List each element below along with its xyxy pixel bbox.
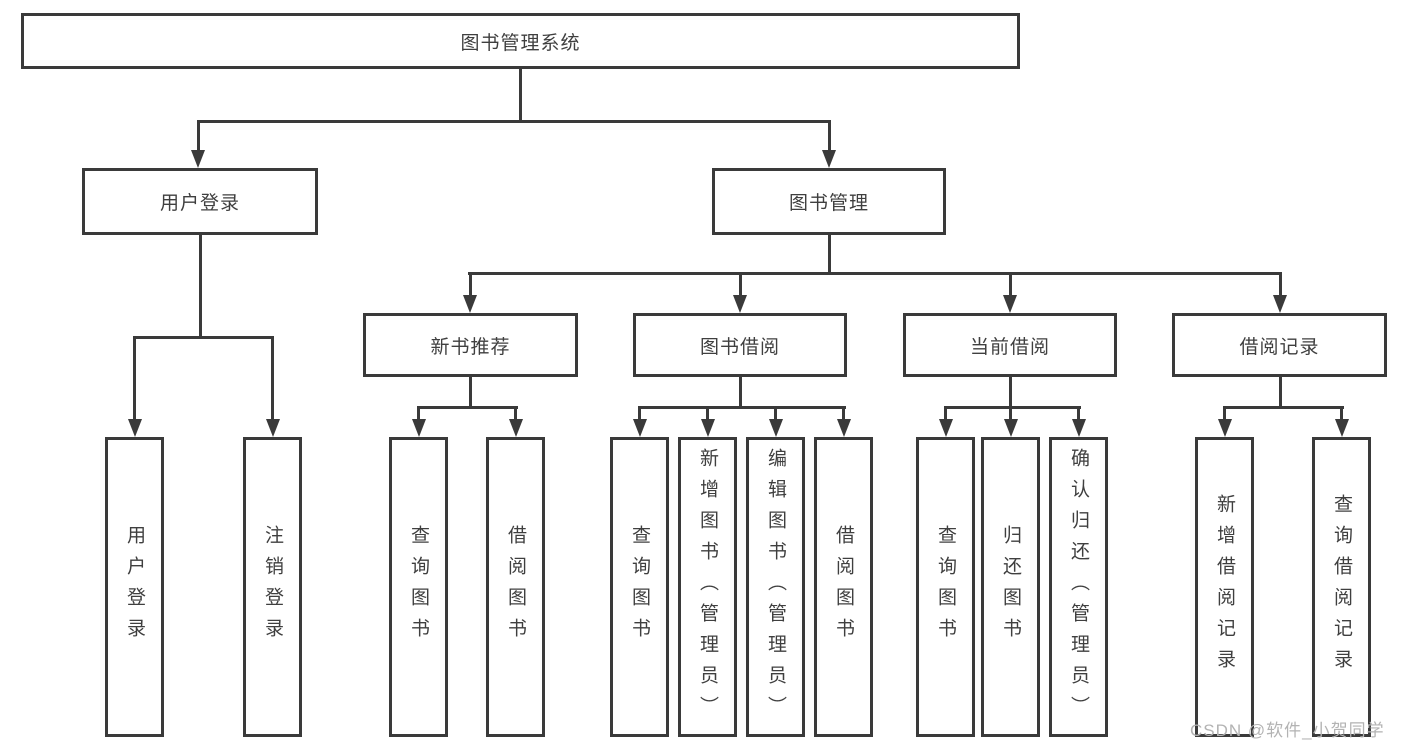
- connector-arrow: [1071, 406, 1086, 437]
- connector-line: [468, 377, 472, 406]
- connector-arrow: [1003, 406, 1018, 437]
- root-node-label: 图书管理系统: [460, 32, 581, 54]
- node-new-book-recommend-label: 新书推荐: [430, 336, 511, 358]
- connector-arrow: [700, 406, 715, 437]
- connector-arrow: [265, 336, 280, 437]
- connector-arrow: [1273, 272, 1287, 313]
- connector-line: [197, 120, 831, 123]
- leaf-borrow-query-books-label: 查询图书: [629, 525, 650, 649]
- connector-arrow: [836, 406, 851, 437]
- connector-arrow: [463, 272, 477, 313]
- node-current-borrow-label: 当前借阅: [969, 336, 1050, 358]
- leaf-borrow-borrow-books: 借阅图书: [814, 437, 873, 737]
- connector-line: [417, 406, 518, 409]
- connector-arrow: [1217, 406, 1232, 437]
- connector-line: [638, 406, 846, 409]
- connector-line: [468, 272, 1282, 275]
- connector-arrow: [127, 336, 142, 437]
- node-user-login: 用户登录: [82, 168, 318, 235]
- connector-arrow: [938, 406, 953, 437]
- leaf-newbook-query-books-label: 查询图书: [408, 525, 429, 649]
- leaf-current-query-books-label: 查询图书: [935, 525, 956, 649]
- connector-arrow: [632, 406, 647, 437]
- leaf-record-query-label: 查询借阅记录: [1331, 494, 1352, 680]
- leaf-current-return-books-label: 归还图书: [1000, 525, 1021, 649]
- connector-line: [1278, 377, 1282, 406]
- node-user-login-label: 用户登录: [159, 193, 240, 214]
- connector-line: [944, 406, 1081, 409]
- node-current-borrow: 当前借阅: [903, 313, 1117, 377]
- connector-arrow: [768, 406, 783, 437]
- node-borrow-records: 借阅记录: [1172, 313, 1387, 377]
- leaf-current-confirm-return-admin: 确认归还（管理员）: [1049, 437, 1108, 737]
- leaf-record-add: 新增借阅记录: [1195, 437, 1254, 737]
- leaf-user-login-label: 用户登录: [124, 525, 145, 649]
- root-node: 图书管理系统: [21, 13, 1020, 69]
- leaf-borrow-borrow-books-label: 借阅图书: [833, 525, 854, 649]
- connector-line: [827, 235, 831, 272]
- leaf-borrow-edit-books-admin-label: 编辑图书（管理员）: [765, 447, 786, 727]
- leaf-logout-label: 注销登录: [262, 525, 283, 649]
- connector-line: [133, 336, 274, 339]
- leaf-newbook-borrow-books: 借阅图书: [486, 437, 545, 737]
- node-book-borrow: 图书借阅: [633, 313, 847, 377]
- leaf-borrow-add-books-admin: 新增图书（管理员）: [678, 437, 737, 737]
- csdn-watermark: CSDN @软件_小贺同学: [1190, 721, 1385, 740]
- node-borrow-records-label: 借阅记录: [1239, 336, 1320, 358]
- connector-arrow: [411, 406, 426, 437]
- leaf-borrow-query-books: 查询图书: [610, 437, 669, 737]
- connector-arrow: [191, 120, 205, 168]
- connector-line: [518, 69, 522, 120]
- connector-arrow: [1003, 272, 1017, 313]
- node-book-borrow-label: 图书借阅: [699, 336, 780, 358]
- connector-arrow: [508, 406, 523, 437]
- connector-line: [738, 377, 742, 406]
- connector-arrow: [733, 272, 747, 313]
- connector-line: [198, 235, 202, 336]
- leaf-current-return-books: 归还图书: [981, 437, 1040, 737]
- connector-line: [1223, 406, 1344, 409]
- leaf-record-add-label: 新增借阅记录: [1214, 494, 1235, 680]
- leaf-borrow-add-books-admin-label: 新增图书（管理员）: [697, 447, 718, 727]
- leaf-borrow-edit-books-admin: 编辑图书（管理员）: [746, 437, 805, 737]
- node-book-management-label: 图书管理: [788, 193, 869, 214]
- node-book-management: 图书管理: [712, 168, 946, 235]
- leaf-newbook-query-books: 查询图书: [389, 437, 448, 737]
- leaf-current-query-books: 查询图书: [916, 437, 975, 737]
- node-new-book-recommend: 新书推荐: [363, 313, 578, 377]
- leaf-record-query: 查询借阅记录: [1312, 437, 1371, 737]
- connector-arrow: [1334, 406, 1349, 437]
- leaf-user-login: 用户登录: [105, 437, 164, 737]
- leaf-newbook-borrow-books-label: 借阅图书: [505, 525, 526, 649]
- connector-line: [1008, 377, 1012, 406]
- leaf-current-confirm-return-admin-label: 确认归还（管理员）: [1068, 447, 1089, 727]
- leaf-logout: 注销登录: [243, 437, 302, 737]
- connector-arrow: [822, 120, 836, 168]
